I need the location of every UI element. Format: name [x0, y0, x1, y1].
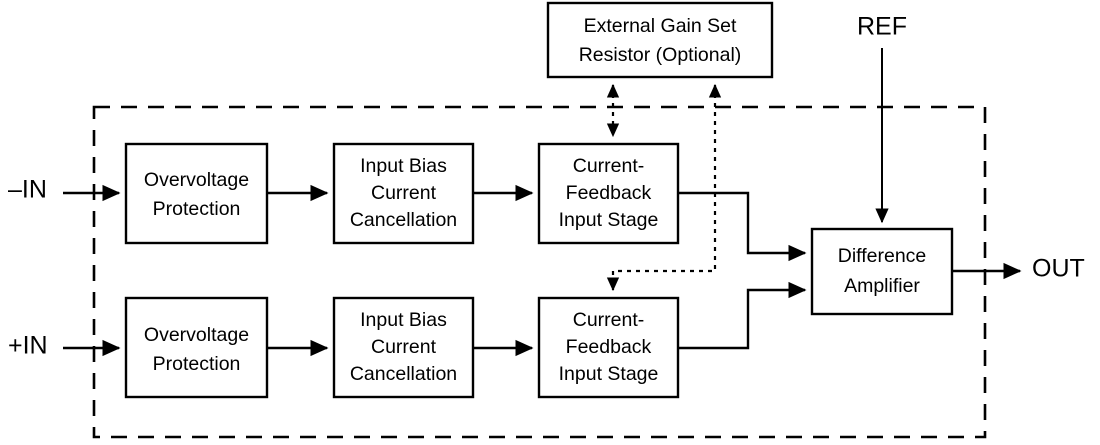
- ibc-top-rect: [332, 142, 475, 245]
- out-port-label: OUT: [1032, 255, 1085, 283]
- cfb-top-label-line1: Current-: [573, 155, 645, 177]
- diff-amp-label-line1: Difference: [838, 245, 927, 267]
- ref-port-label: REF: [857, 13, 907, 41]
- minus-in-port-label: –IN: [8, 176, 47, 204]
- cfb-top-label-line2: Feedback: [566, 182, 652, 204]
- cfb-top-label-line3: Input Stage: [559, 209, 659, 231]
- ovp-bottom-label-line2: Protection: [153, 353, 241, 375]
- external-resistor-label-line2: Resistor (Optional): [579, 44, 742, 66]
- ibc-bottom-label-line1: Input Bias: [360, 309, 447, 331]
- ovp-top-label-line2: Protection: [153, 198, 241, 220]
- cfb-bottom-rect: [537, 296, 680, 399]
- gain-set-dotted-bottom-link: [606, 83, 722, 292]
- ovp-top-label-line1: Overvoltage: [144, 169, 249, 191]
- external-gain-set-resistor-block[interactable]: External Gain Set Resistor (Optional): [546, 1, 774, 79]
- ibc-bottom-label-line3: Cancellation: [350, 363, 457, 385]
- ovp-top-rect: [124, 142, 269, 245]
- cfb-top-to-diffamp-wire: [678, 191, 807, 262]
- external-resistor-rect: [546, 1, 774, 79]
- cfb-bottom-label-line2: Feedback: [566, 336, 652, 358]
- overvoltage-protection-bottom-block[interactable]: Overvoltage Protection: [124, 296, 269, 399]
- overvoltage-protection-top-block[interactable]: Overvoltage Protection: [124, 142, 269, 245]
- external-resistor-label-line1: External Gain Set: [584, 15, 737, 37]
- ovp-bottom-rect: [124, 296, 269, 399]
- cfb-bottom-label-line1: Current-: [573, 309, 645, 331]
- ibc-bottom-label-line2: Current: [371, 336, 437, 358]
- diff-amp-rect: [810, 227, 954, 316]
- diff-amp-label-line2: Amplifier: [844, 275, 920, 297]
- ovp-bottom-label-line1: Overvoltage: [144, 324, 249, 346]
- difference-amplifier-block[interactable]: Difference Amplifier: [810, 227, 954, 316]
- input-bias-current-cancellation-bottom-block[interactable]: Input Bias Current Cancellation: [332, 296, 475, 399]
- cfb-bottom-label-line3: Input Stage: [559, 363, 659, 385]
- ibc-top-label-line2: Current: [371, 182, 437, 204]
- ibc-bottom-rect: [332, 296, 475, 399]
- current-feedback-input-stage-bottom-block[interactable]: Current- Feedback Input Stage: [537, 296, 680, 399]
- ibc-top-label-line1: Input Bias: [360, 155, 447, 177]
- input-bias-current-cancellation-top-block[interactable]: Input Bias Current Cancellation: [332, 142, 475, 245]
- current-feedback-input-stage-top-block[interactable]: Current- Feedback Input Stage: [537, 142, 680, 245]
- ibc-top-label-line3: Cancellation: [350, 209, 457, 231]
- cfb-bottom-to-diffamp-wire: [678, 281, 807, 350]
- plus-in-port-label: +IN: [8, 332, 48, 360]
